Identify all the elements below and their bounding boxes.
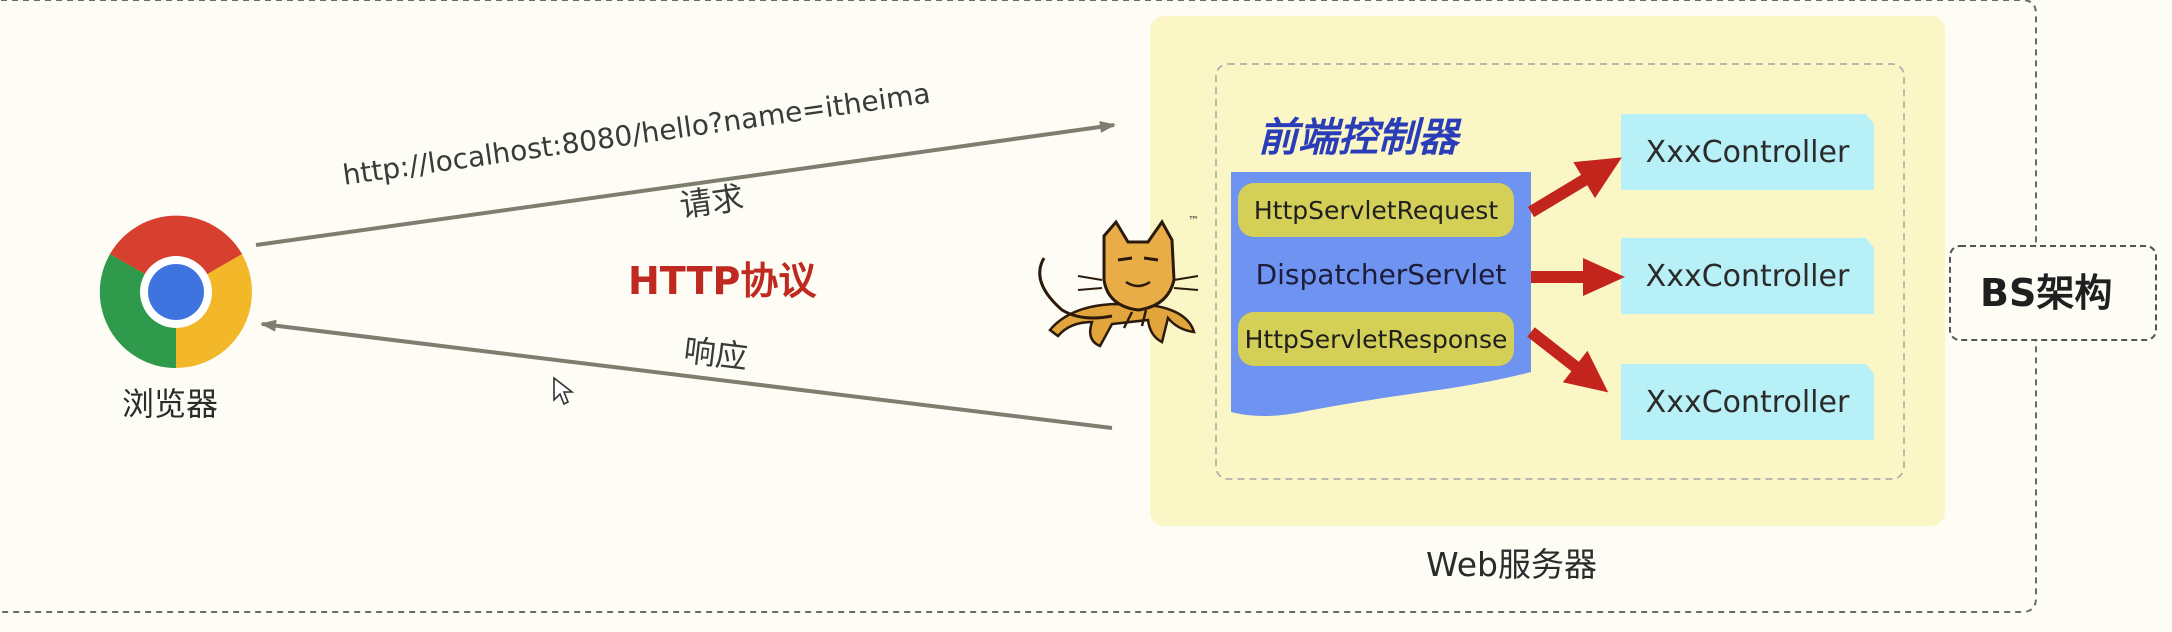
response-arrow [260,319,1113,430]
bs-architecture-label: BS架构 [1980,271,2113,315]
protocol-label: HTTP协议 [628,259,817,303]
http-servlet-request-label: HttpServletRequest [1253,195,1499,225]
request-arrow [255,120,1116,247]
dispatch-arrow-1 [1527,157,1622,218]
http-servlet-request-pill [1238,183,1514,237]
controller-box-2 [1621,238,1874,314]
controller-label-1: XxxController [1645,134,1850,170]
chrome-icon [99,215,252,369]
controller-label-3: XxxController [1645,384,1850,420]
mouse-cursor-icon [553,376,574,406]
http-servlet-response-pill [1238,312,1514,366]
front-controller-title: 前端控制器 [1258,114,1458,161]
tomcat-icon: ™ [1038,214,1199,348]
request-label: 请求 [677,178,747,225]
controller-box-3 [1621,364,1874,440]
controller-label-2: XxxController [1645,258,1850,294]
dispatch-arrow-2 [1531,258,1625,296]
dispatch-arrow-3 [1527,327,1609,393]
http-servlet-response-label: HttpServletResponse [1244,324,1508,354]
svg-text:™: ™ [1188,214,1199,227]
browser-label: 浏览器 [122,385,219,423]
bs-architecture-box [1949,245,2157,341]
dispatcher-servlet-label: DispatcherServlet [1255,257,1507,291]
web-server-label: Web服务器 [1426,545,1597,584]
framework-inner-frame [1215,63,1905,480]
controller-box-1 [1621,114,1874,190]
response-label: 响应 [681,331,750,377]
